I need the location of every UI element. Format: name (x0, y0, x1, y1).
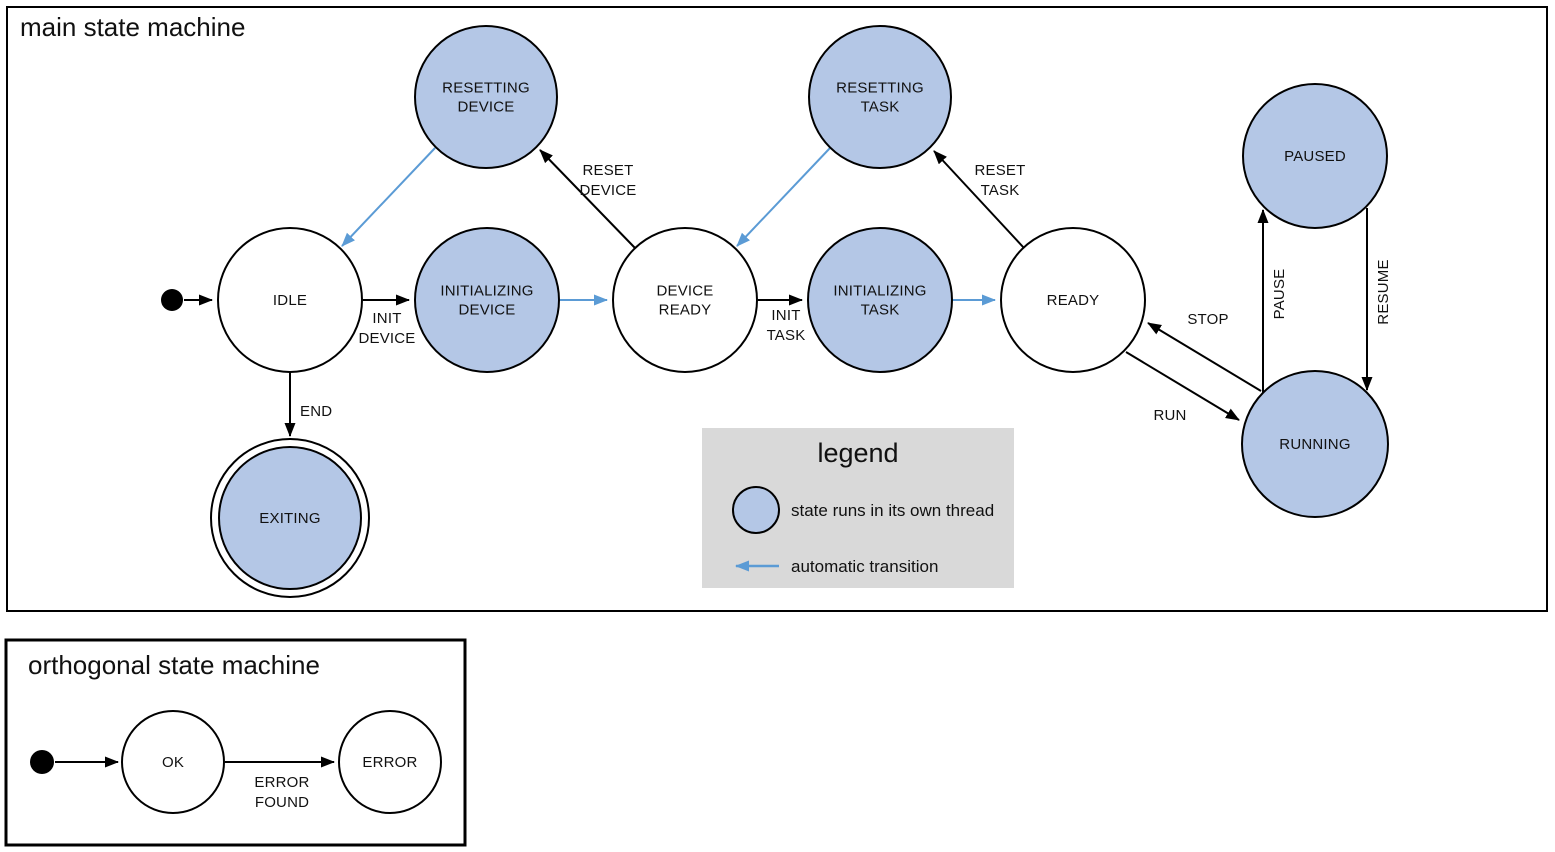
transition-resetting-task-to-device-ready (736, 147, 831, 247)
state-label-idle: IDLE (273, 292, 307, 309)
transition-ready-to-resetting-task (933, 150, 1025, 249)
state-label-exiting: EXITING (259, 510, 320, 527)
state-exiting (218, 446, 362, 590)
transition-label-paused-to-running: RESUME (1375, 259, 1392, 324)
state-ready (1000, 227, 1146, 373)
legend-auto-label: automatic transition (791, 557, 938, 576)
state-label-ready: READY (1047, 292, 1100, 309)
legend: legend state runs in its own thread auto… (702, 428, 1014, 588)
thread-state-sample-icon (732, 486, 780, 534)
main-state-machine-box (6, 6, 1548, 612)
state-label-ok: OK (162, 754, 184, 771)
state-idle (217, 227, 363, 373)
state-label-error: ERROR (362, 754, 417, 771)
state-running (1241, 370, 1389, 518)
transition-label-idle-to-exiting: END (300, 403, 332, 420)
transition-label-running-to-paused: PAUSE (1271, 269, 1288, 320)
legend-thread-label: state runs in its own thread (791, 501, 994, 520)
orthogonal-state-machine-title: orthogonal state machine (28, 650, 320, 680)
transition-device-ready-to-resetting-device (539, 149, 636, 249)
legend-title: legend (817, 438, 898, 468)
transition-ready-to-running (1125, 351, 1240, 421)
state-label-running: RUNNING (1279, 436, 1350, 453)
state-label-paused: PAUSED (1284, 148, 1346, 165)
transition-resetting-device-to-idle (341, 147, 436, 247)
orthogonal-state-machine-box (4, 638, 467, 847)
initial-state-dot (161, 289, 183, 311)
transition-running-to-ready (1147, 322, 1262, 392)
state-ok (121, 710, 225, 814)
state-paused (1242, 83, 1388, 229)
initial-state-dot (30, 750, 54, 774)
state-device-ready (612, 227, 758, 373)
state-resetting-task (808, 25, 952, 169)
transition-label-running-to-ready: STOP (1187, 311, 1228, 328)
main-state-machine-title: main state machine (20, 12, 245, 42)
state-resetting-device (414, 25, 558, 169)
state-initializing-device (414, 227, 560, 373)
state-error (338, 710, 442, 814)
state-initializing-task (807, 227, 953, 373)
transition-label-ready-to-running: RUN (1153, 407, 1186, 424)
